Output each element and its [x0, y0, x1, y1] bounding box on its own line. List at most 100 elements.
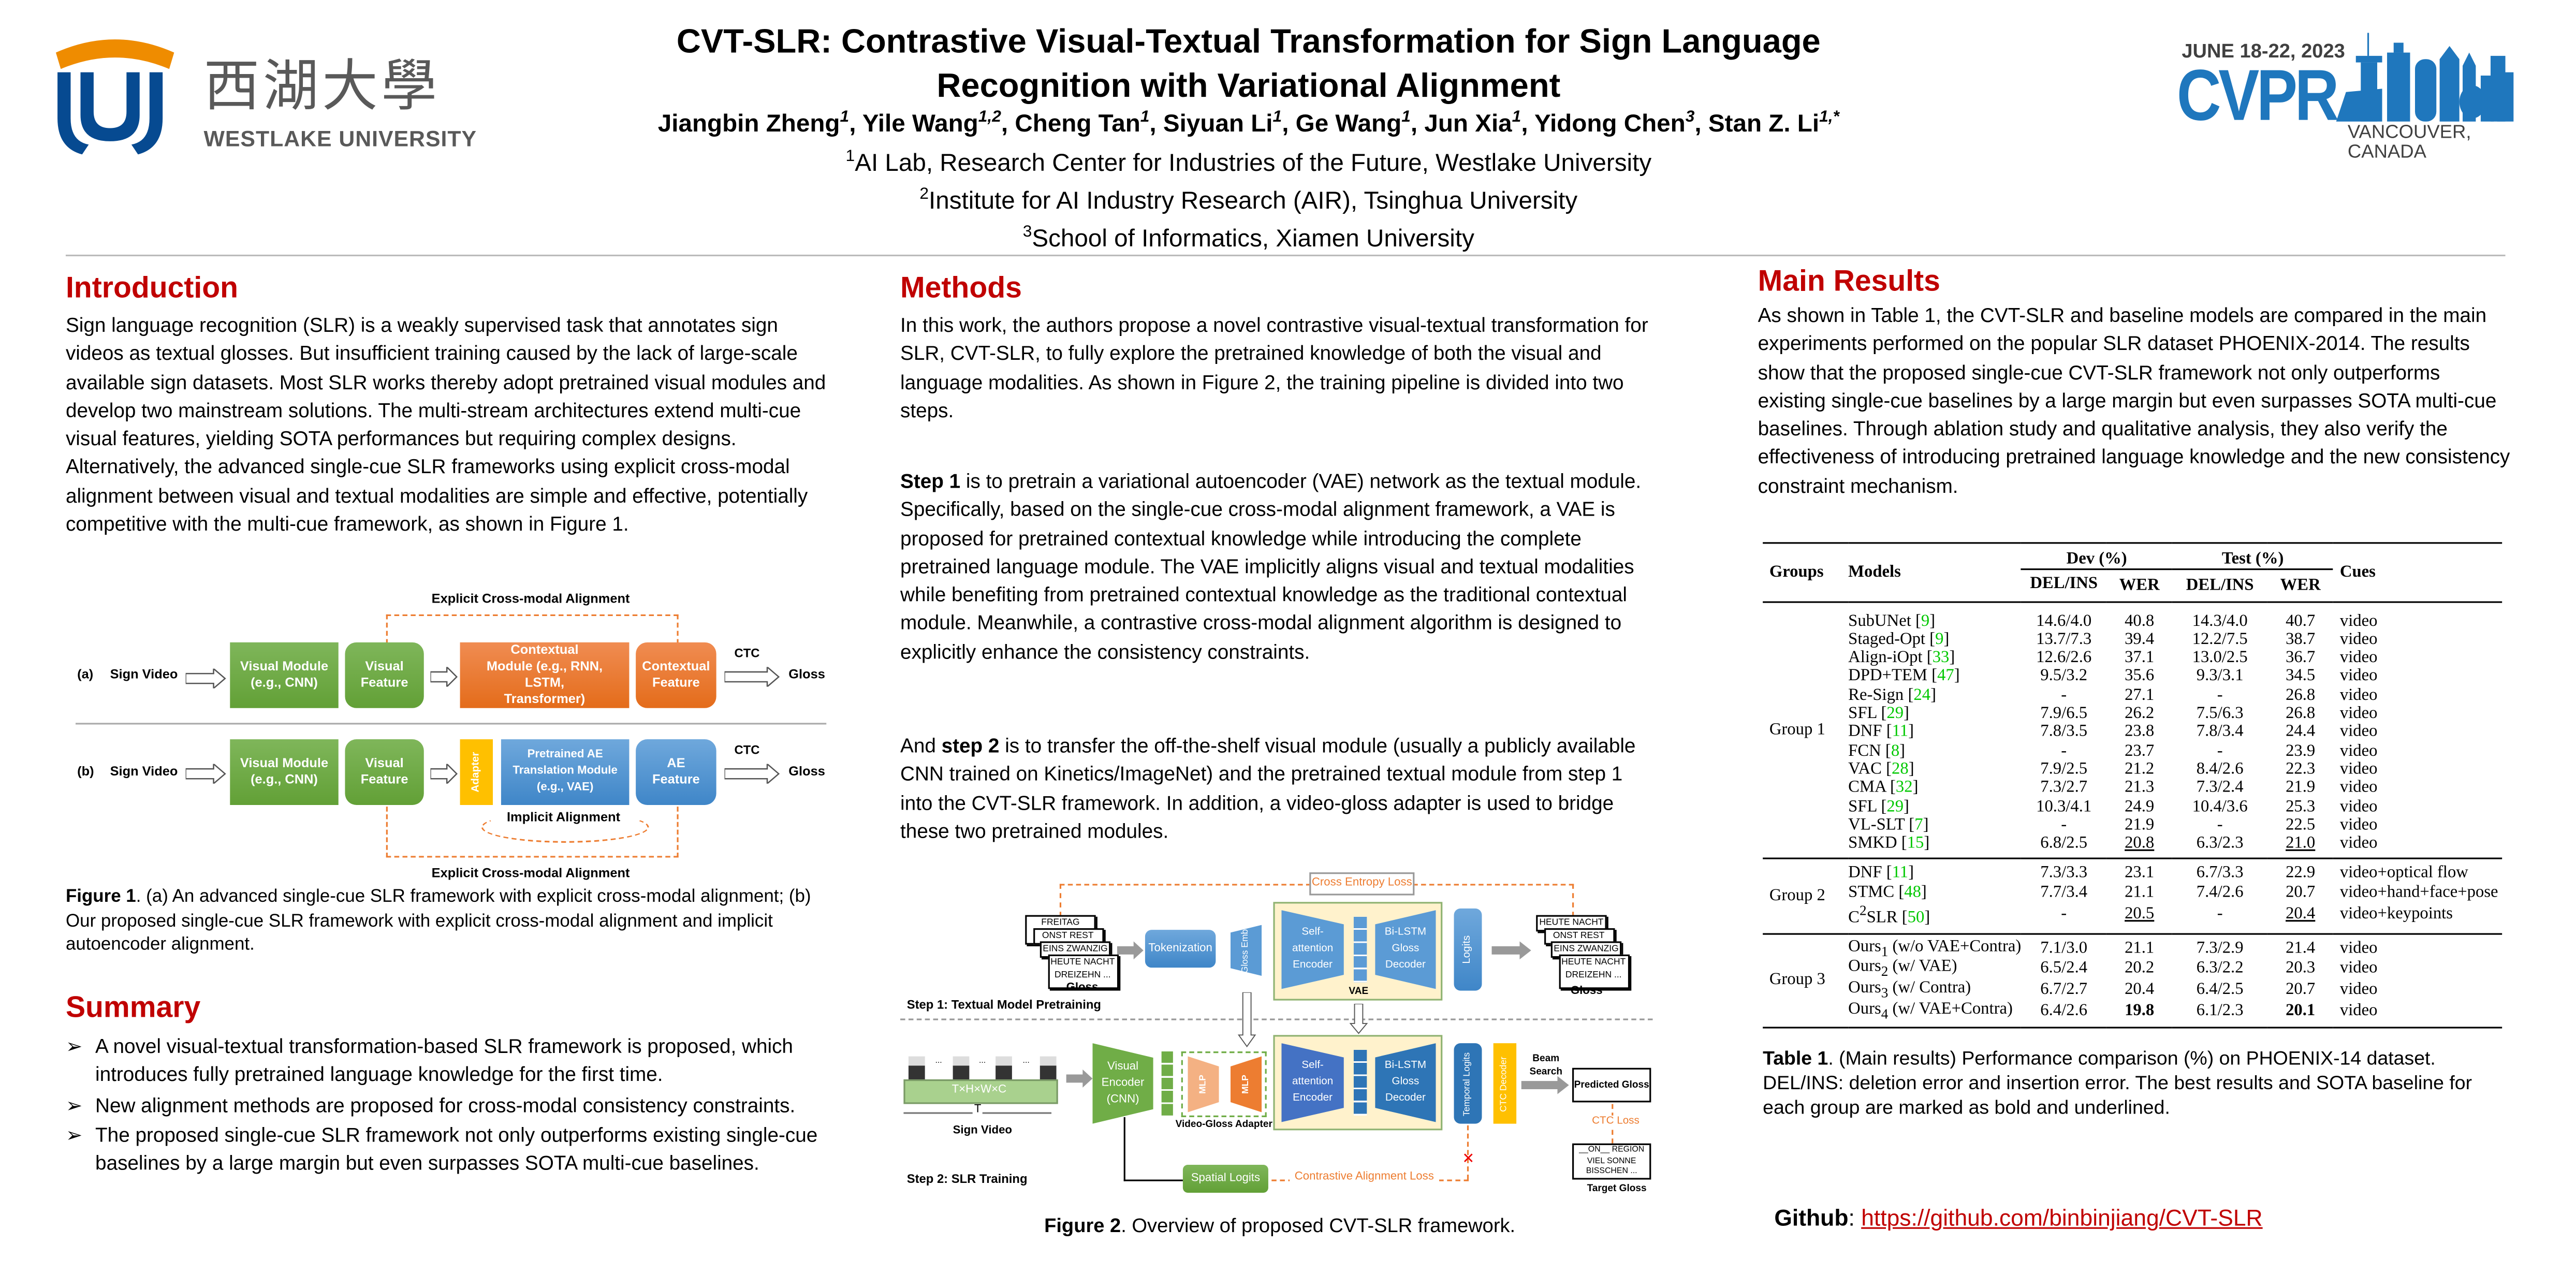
author-affiliation-mark: 1,2: [978, 108, 1001, 127]
author-affiliation-mark: 1: [1272, 108, 1282, 127]
logits-label: Logits: [1461, 935, 1473, 964]
citation-link[interactable]: 11: [1892, 723, 1909, 742]
author-name: Jiangbin Zheng: [657, 110, 840, 138]
test-del-ins: 13.0/2.5: [2192, 649, 2248, 668]
test-del-ins: 10.4/3.6: [2192, 797, 2248, 816]
implicit-alignment-label: Implicit Alignment: [503, 810, 624, 825]
figure-1: Explicit Cross-modal Alignment (a) Sign …: [63, 587, 838, 887]
explicit-alignment-bottom-line: [386, 807, 679, 858]
model-label-rest: SLR: [1866, 909, 1898, 928]
grey-arrow-icon: [1117, 941, 1144, 962]
cues: video: [2339, 649, 2378, 668]
citation-link[interactable]: 48: [1904, 883, 1921, 902]
ellipsis: ...: [1022, 1056, 1030, 1066]
citation-link[interactable]: 50: [1907, 909, 1925, 928]
summary-item: ➢New alignment methods are proposed for …: [66, 1092, 835, 1120]
cues: video: [2339, 960, 2378, 978]
group-label: Group 1: [1769, 721, 1825, 739]
sign-video-frames: T×H×W×C ... ... ...: [900, 1056, 1063, 1104]
citation-link[interactable]: 9: [1921, 612, 1930, 631]
test-wer: 22.5: [2286, 816, 2316, 835]
down-arrow-icon: [1237, 991, 1257, 1051]
test-del-ins: 7.4/2.6: [2196, 883, 2244, 902]
header-test: Test (%): [2172, 543, 2334, 571]
row-b-label: (b): [77, 764, 94, 779]
model-label: SubUNet: [1848, 612, 1911, 631]
introduction-text: Sign language recognition (SLR) is a wea…: [65, 314, 826, 536]
figure-1-caption-text: . (a) An advanced single-cue SLR framewo…: [65, 887, 811, 955]
citation-link[interactable]: 15: [1907, 835, 1924, 853]
ae-feature: AE Feature: [636, 739, 716, 806]
gloss-emb-block: Gloss Emb: [1230, 925, 1262, 976]
test-del-ins: -: [2217, 905, 2223, 924]
model-name: STMC [48]: [1848, 883, 1927, 902]
citation-link[interactable]: 28: [1892, 760, 1909, 779]
summary-item-text: New alignment methods are proposed for c…: [95, 1093, 796, 1117]
cues: video+hand+face+pose: [2339, 883, 2498, 902]
dev-wer: 21.2: [2125, 760, 2155, 779]
author-name: Ge Wang: [1295, 110, 1402, 138]
dev-wer: 23.8: [2125, 723, 2155, 742]
citation-link[interactable]: 47: [1937, 667, 1954, 686]
model-name: Ours2 (w/ VAE): [1848, 959, 2021, 981]
cues: video: [2339, 980, 2378, 999]
cvpr-name: CVPR: [2176, 55, 2339, 137]
dev-del-ins: 6.5/2.4: [2040, 960, 2088, 978]
dev-del-ins: 7.7/3.4: [2040, 883, 2088, 902]
header-divider: [65, 254, 2506, 257]
cross-entropy-loss-box: Cross Entropy Loss: [1309, 872, 1415, 896]
header-groups: Groups: [1769, 563, 1824, 581]
citation-link[interactable]: 29: [1886, 705, 1904, 723]
summary-heading: Summary: [65, 990, 201, 1024]
main-results-heading: Main Results: [1758, 264, 1940, 298]
dev-del-ins: 9.5/3.2: [2040, 667, 2088, 686]
dev-wer: 35.6: [2125, 667, 2155, 686]
dev-wer: 20.8: [2125, 835, 2155, 853]
test-del-ins: 8.4/2.6: [2196, 760, 2244, 779]
citation-link[interactable]: 33: [1932, 649, 1950, 668]
citation-link[interactable]: 7: [1914, 816, 1923, 835]
arrow-bullet-icon: ➢: [65, 1123, 83, 1147]
table-1-caption-label: Table 1: [1763, 1046, 1828, 1070]
cues: video: [2339, 779, 2378, 797]
vancouver-skyline-icon: [2336, 33, 2514, 122]
citation-link[interactable]: 11: [1892, 865, 1909, 883]
contrastive-loss-label: Contrastive Alignment Loss: [1290, 1171, 1439, 1183]
citation-link[interactable]: 8: [1891, 742, 1900, 760]
westlake-chinese-name: 西湖大學: [203, 54, 441, 120]
citation-link[interactable]: 29: [1886, 797, 1904, 816]
test-del-ins: 7.3/2.4: [2196, 779, 2244, 797]
github-link[interactable]: https://github.com/binbinjiang/CVT-SLR: [1861, 1204, 2263, 1231]
github-separator: :: [1848, 1204, 1862, 1231]
test-wer: 25.3: [2286, 797, 2316, 816]
header-dev-del-ins: DEL/INS: [2030, 575, 2098, 594]
citation-link[interactable]: 9: [1935, 631, 1944, 649]
model-name: DNF [11]: [1848, 865, 1914, 883]
model-label: SFL: [1848, 705, 1877, 723]
group-label: Group 2: [1769, 887, 1825, 905]
summary-item-text: A novel visual-textual transformation-ba…: [95, 1035, 793, 1087]
dev-del-ins: 6.8/2.5: [2040, 835, 2088, 853]
summary-item: ➢A novel visual-textual transformation-b…: [66, 1033, 835, 1090]
model-name: C2SLR [50]: [1848, 902, 1930, 928]
arrow-right-icon: [185, 762, 227, 785]
citation-link[interactable]: 32: [1895, 779, 1913, 797]
visual-encoder-block: Visual Encoder (CNN): [1092, 1043, 1153, 1124]
figure-2-caption-text: . Overview of proposed CVT-SLR framework…: [1121, 1214, 1516, 1237]
mlp-label: MLP: [1241, 1075, 1251, 1094]
github-line: Github: https://github.com/binbinjiang/C…: [1774, 1204, 2262, 1231]
grey-arrow-icon: [1521, 1076, 1569, 1097]
model-name: Ours1 (w/o VAE+Contra): [1848, 933, 2021, 960]
dev-del-ins: 10.3/4.1: [2036, 797, 2092, 816]
affiliation-text: AI Lab, Research Center for Industries o…: [855, 149, 1652, 178]
ellipsis: ...: [935, 1056, 942, 1066]
citation-link[interactable]: 24: [1913, 686, 1931, 705]
dev-del-ins: 13.7/7.3: [2036, 631, 2092, 649]
cues: video: [2339, 742, 2378, 760]
header-dev: Dev (%): [2021, 543, 2173, 571]
header-cues: Cues: [2339, 563, 2376, 581]
